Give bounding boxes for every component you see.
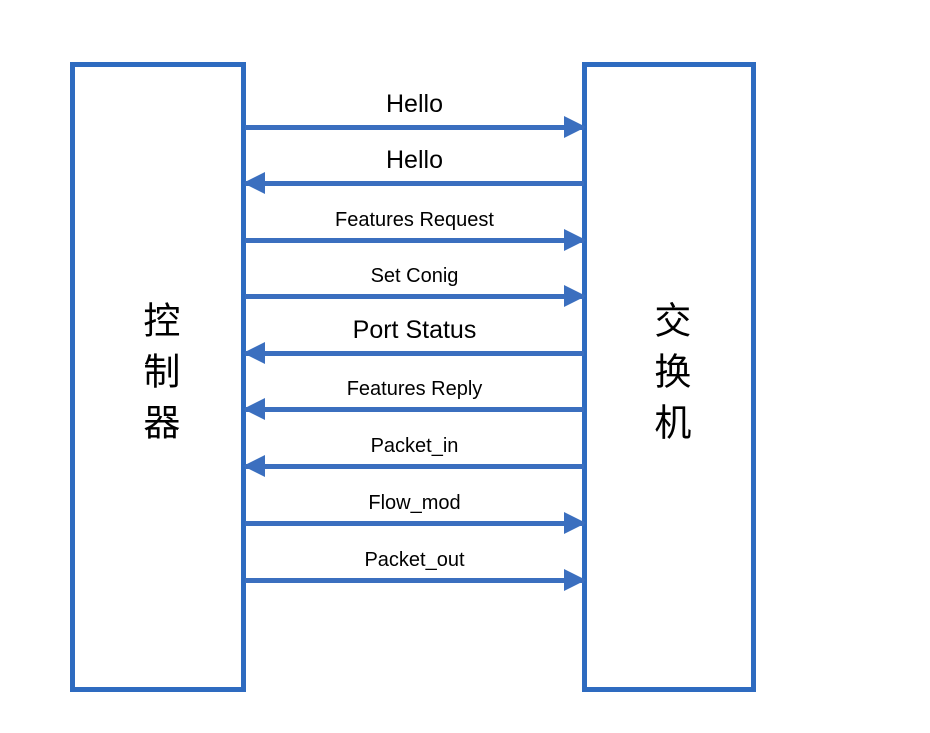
- arrow-line: [245, 407, 584, 412]
- lifeline-label-switch: 交换机: [647, 300, 691, 454]
- arrowhead-left-icon: [243, 342, 265, 364]
- arrow-line: [245, 464, 584, 469]
- arrow-line: [245, 294, 584, 299]
- arrowhead-right-icon: [564, 116, 586, 138]
- arrow-line: [245, 238, 584, 243]
- arrow-line: [245, 351, 584, 356]
- message-label: Port Status: [352, 316, 477, 344]
- message-label: Set Conig: [370, 265, 459, 287]
- lifeline-box-switch: 交换机: [582, 62, 756, 692]
- arrowhead-left-icon: [243, 455, 265, 477]
- arrowhead-left-icon: [243, 398, 265, 420]
- arrowhead-left-icon: [243, 172, 265, 194]
- arrow-line: [245, 521, 584, 526]
- lifeline-label-controller: 控制器: [136, 300, 180, 454]
- arrow-line: [245, 181, 584, 186]
- message-label: Packet_in: [370, 435, 459, 457]
- arrowhead-right-icon: [564, 569, 586, 591]
- arrow-line: [245, 578, 584, 583]
- message-label: Hello: [386, 146, 443, 174]
- arrow-line: [245, 125, 584, 130]
- lifeline-box-controller: 控制器: [70, 62, 246, 692]
- arrowhead-right-icon: [564, 229, 586, 251]
- message-label: Features Reply: [346, 378, 483, 400]
- message-label: Hello: [386, 90, 443, 118]
- arrowhead-right-icon: [564, 512, 586, 534]
- message-label: Packet_out: [364, 549, 465, 571]
- message-label: Flow_mod: [368, 492, 461, 514]
- message-label: Features Request: [335, 209, 494, 231]
- arrowhead-right-icon: [564, 285, 586, 307]
